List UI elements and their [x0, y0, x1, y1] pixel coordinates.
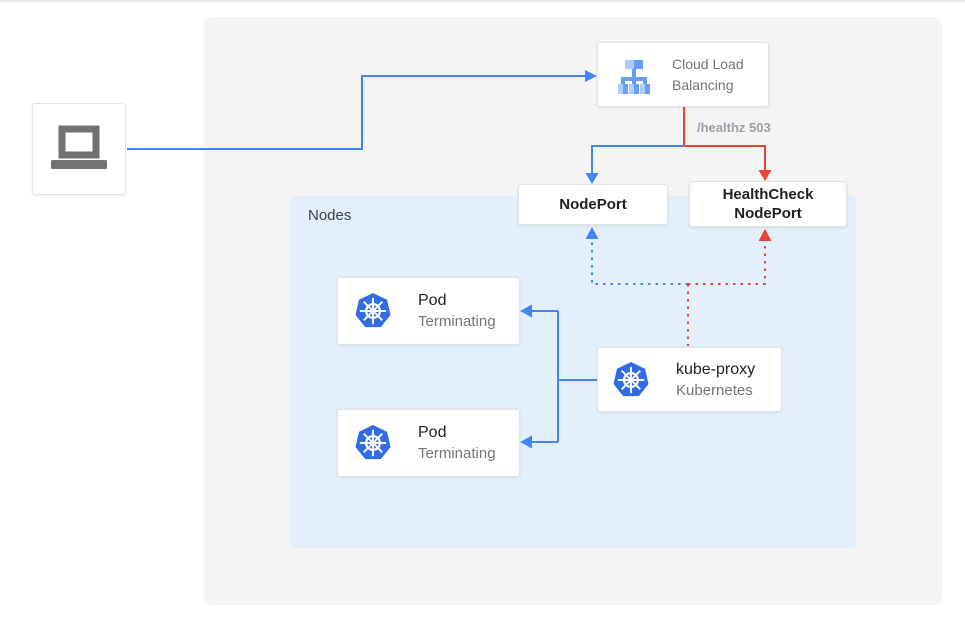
cloud-load-balancing-node: Cloud Load Balancing [597, 42, 769, 107]
nodes-region-label: Nodes [308, 207, 352, 224]
pod-title: Pod [418, 424, 447, 441]
pod-title: Pod [418, 292, 447, 309]
pod-label: Pod Terminating [418, 290, 496, 332]
kube-proxy-label: kube-proxy Kubernetes [676, 359, 755, 401]
laptop-icon [51, 125, 107, 169]
kube-proxy-node: kube-proxy Kubernetes [597, 347, 782, 412]
kubernetes-icon [355, 425, 391, 460]
kube-proxy-subtitle: Kubernetes [676, 381, 753, 399]
pod-label: Pod Terminating [418, 422, 496, 464]
healthz-label: /healthz 503 [697, 120, 771, 135]
cloud-load-balancing-icon [618, 59, 650, 94]
top-divider [0, 0, 965, 2]
kube-proxy-title: kube-proxy [676, 360, 756, 378]
healthcheck-label-line1: HealthCheck [722, 186, 814, 203]
pod-node-1: Pod Terminating [337, 277, 520, 345]
pod-node-2: Pod Terminating [337, 409, 520, 477]
nodeport-node: NodePort [518, 184, 668, 225]
client-node [32, 103, 126, 195]
nodeport-label: NodePort [559, 196, 627, 213]
kubernetes-icon [355, 293, 391, 328]
kubernetes-icon [613, 361, 649, 396]
healthcheck-nodeport-node: HealthCheck NodePort [689, 181, 847, 227]
clb-label-line2: Balancing [672, 76, 734, 93]
healthcheck-label-line2: NodePort [734, 205, 802, 222]
cloud-load-balancing-label: Cloud Load Balancing [672, 54, 744, 96]
pod-status: Terminating [418, 313, 496, 330]
pod-status: Terminating [418, 445, 496, 462]
clb-label-line1: Cloud Load [672, 55, 744, 72]
